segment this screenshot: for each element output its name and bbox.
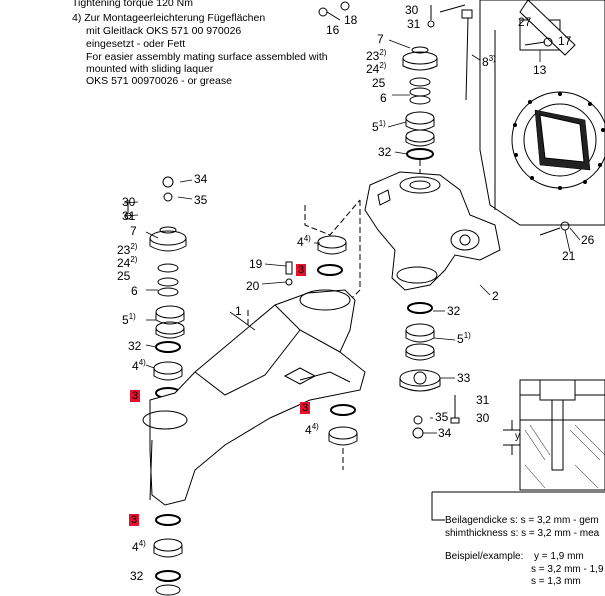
label-y: y — [515, 431, 520, 442]
label-7-left: 7 — [130, 224, 137, 238]
label-13: 13 — [533, 63, 547, 77]
seal-4-lower — [328, 426, 358, 440]
note-4-de-1: 4) Zur Montageerleichterung Fügeflächen — [72, 12, 266, 24]
label-16: 16 — [326, 23, 340, 37]
label-7: 7 — [377, 32, 384, 46]
shim-example-label: Beispiel/example: — [445, 551, 524, 562]
label-32-right: 32 — [447, 304, 461, 318]
axle-beam-1 — [149, 289, 366, 506]
label-2: 2 — [492, 289, 499, 303]
bearing-5-upper — [405, 111, 435, 125]
label-32-bottom: 32 — [130, 569, 144, 583]
arm-17 — [519, 0, 576, 56]
label-5-left: 51) — [122, 312, 136, 327]
label-21: 21 — [562, 249, 576, 263]
shim-de: Beilagendicke s: s = 3,2 mm - gem — [445, 515, 599, 526]
label-3-centre: 3 — [296, 264, 307, 276]
bolt-8 — [465, 17, 469, 101]
label-34: 34 — [194, 172, 208, 186]
seal-4-bottom — [153, 538, 183, 552]
label-24-left: 242) — [117, 255, 138, 270]
note-4-en-3: OKS 571 00970026 - or grease — [86, 75, 232, 87]
label-31-right: 31 — [476, 393, 490, 407]
label-30-right: 30 — [476, 411, 490, 425]
label-18: 18 — [344, 13, 358, 27]
label-30: 30 — [405, 3, 419, 17]
seal-4-centre — [317, 235, 347, 249]
seal-4-left — [153, 361, 183, 375]
label-6: 6 — [380, 91, 387, 105]
label-3-left: 3 — [130, 390, 141, 402]
knuckle-2 — [364, 171, 501, 291]
label-4-bottom: 44) — [132, 539, 146, 554]
note-torque: Tightening torque 120 Nm — [72, 0, 194, 9]
shim-en: shimthickness s: s = 3,2 mm - mea — [445, 528, 600, 539]
label-6-left: 6 — [131, 284, 138, 298]
label-24: 242) — [366, 61, 387, 76]
label-5: 51) — [372, 119, 386, 134]
cover-7 — [402, 51, 438, 65]
label-3-lower: 3 — [300, 402, 311, 414]
note-4-de-2: mit Gleitlack OKS 571 00 970026 — [86, 25, 242, 37]
label-26: 26 — [581, 233, 595, 247]
shim-example-1: y = 1,9 mm — [534, 551, 584, 562]
label-19: 19 — [249, 257, 263, 271]
shim-example-3: s = 1,3 mm — [531, 576, 581, 587]
label-34-right: 34 — [438, 426, 452, 440]
label-4-centre: 44) — [297, 234, 311, 249]
label-8: 83) — [482, 54, 496, 69]
shim-example-2: s = 3,2 mm - 1,9 — [531, 564, 604, 575]
note-4-en-1: For easier assembly mating surface assem… — [86, 51, 328, 63]
label-23-left: 232) — [117, 242, 138, 257]
label-5-right: 51) — [457, 331, 471, 346]
label-25: 25 — [372, 76, 386, 90]
label-4-left: 44) — [132, 358, 146, 373]
bearing-5-lower — [405, 323, 435, 337]
label-35-right: 35 — [435, 410, 449, 424]
label-35: 35 — [194, 193, 208, 207]
label-32: 32 — [378, 145, 392, 159]
bearing-5-left — [155, 305, 185, 319]
label-20: 20 — [246, 279, 260, 293]
label-3-bottom: 3 — [129, 514, 140, 526]
note-4-de-3: eingesetzt - oder Fett — [86, 38, 186, 50]
label-30-left: 30 — [122, 195, 136, 209]
label-32-left: 32 — [128, 339, 142, 353]
label-1: 1 — [235, 304, 242, 318]
label-31-left: 31 — [122, 209, 136, 223]
label-23: 232) — [366, 48, 387, 63]
label-17: 17 — [558, 34, 572, 48]
label-33: 33 — [457, 371, 471, 385]
label-31: 31 — [407, 17, 421, 31]
label-25-left: 25 — [117, 269, 131, 283]
note-4-en-2: mounted with sliding laquer — [86, 63, 214, 75]
label-4-lower: 44) — [305, 422, 319, 437]
label-27: 27 — [518, 15, 532, 29]
